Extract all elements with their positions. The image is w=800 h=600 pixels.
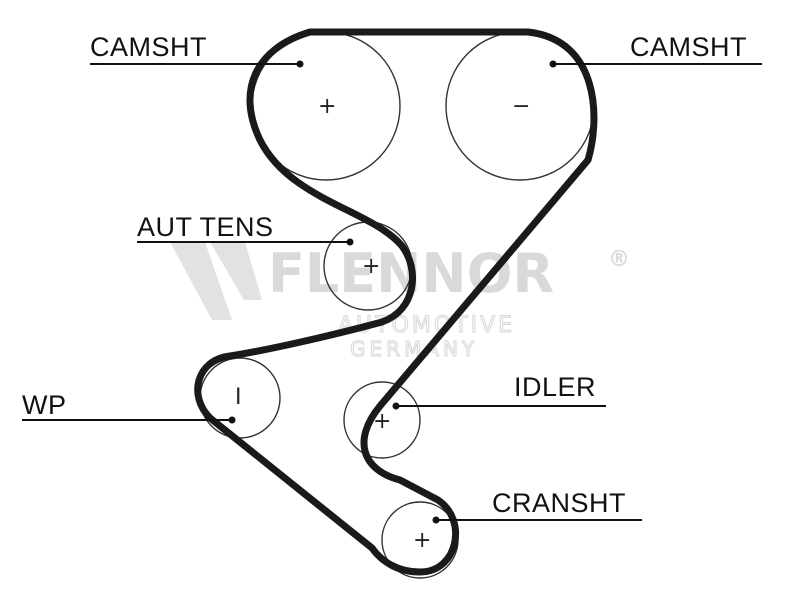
idler-dot xyxy=(392,402,400,410)
watermark-registered: ® xyxy=(608,247,630,272)
leader-lines xyxy=(22,60,762,524)
idler-pulley xyxy=(343,381,421,459)
crankshaft-dot xyxy=(432,516,440,524)
crankshaft-mark: + xyxy=(413,528,431,553)
watermark: FLENNOR ® AUTOMOTIVE GERMANY xyxy=(170,242,630,362)
camshaft-right-mark: − xyxy=(512,94,530,119)
label-crankshaft: CRANSHT xyxy=(492,488,626,518)
auto-tensioner-dot xyxy=(346,238,354,246)
label-water-pump: WP xyxy=(22,390,67,420)
camshaft-left-mark: + xyxy=(318,94,336,119)
watermark-logo-icon xyxy=(170,242,232,320)
idler-mark: + xyxy=(373,409,391,434)
pulley-marks: + − + I + + xyxy=(235,94,530,553)
camshaft-left-dot xyxy=(296,60,304,68)
timing-belt xyxy=(194,28,598,576)
label-auto-tensioner: AUT TENS xyxy=(137,212,274,242)
labels: CAMSHT CAMSHT AUT TENS IDLER WP CRANSHT xyxy=(22,32,747,518)
label-idler: IDLER xyxy=(514,372,596,402)
camshaft-right-dot xyxy=(549,60,557,68)
auto-tensioner-mark: + xyxy=(362,254,380,279)
label-camshaft-right: CAMSHT xyxy=(630,32,747,62)
watermark-subtitle-2: GERMANY xyxy=(350,337,478,361)
label-camshaft-left: CAMSHT xyxy=(90,32,207,62)
watermark-logo-stroke-icon xyxy=(210,242,262,300)
water-pump-dot xyxy=(228,416,236,424)
water-pump-mark: I xyxy=(235,385,242,410)
